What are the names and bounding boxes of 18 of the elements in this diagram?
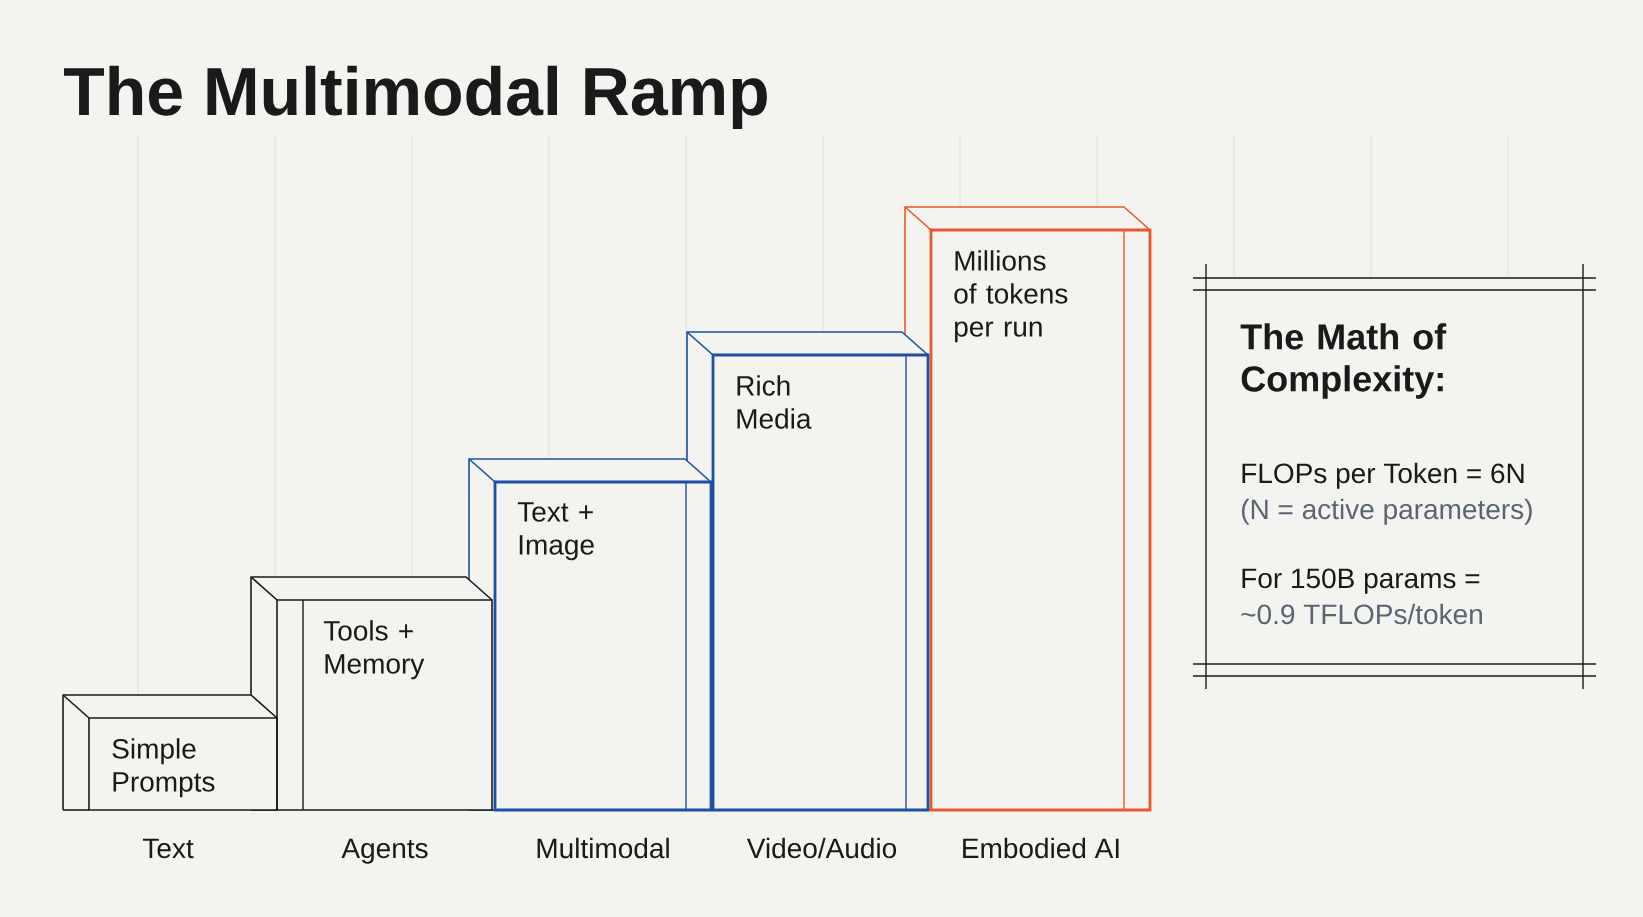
category-label: Embodied AI [963, 837, 1119, 859]
category-label: Video/Audio [746, 837, 897, 859]
step-box: Simple Prompts [62, 694, 278, 811]
panel-heading: The Math of Complexity: [1240, 323, 1447, 399]
step-box: Rich Media [686, 331, 930, 812]
node-label: Text + Image [517, 502, 594, 561]
step-box: Millions of tokens per run [904, 206, 1152, 812]
category-label: Multimodal [537, 837, 669, 859]
node-label: Rich Media [737, 375, 812, 429]
category-label: Text [142, 838, 194, 859]
category-label: Agents [341, 838, 428, 864]
title: The Multimodal Ramp [64, 65, 767, 130]
result-text: ~0.9 TFLOPs/token [1241, 603, 1482, 625]
formula-text: For 150B params = [1242, 568, 1480, 594]
step-box: Text + Image [468, 458, 713, 812]
step-box: Tools + Memory [250, 576, 493, 811]
formula-text: FLOPs per Token = 6N [1242, 462, 1524, 489]
note-text: (N = active parameters) [1241, 498, 1532, 525]
